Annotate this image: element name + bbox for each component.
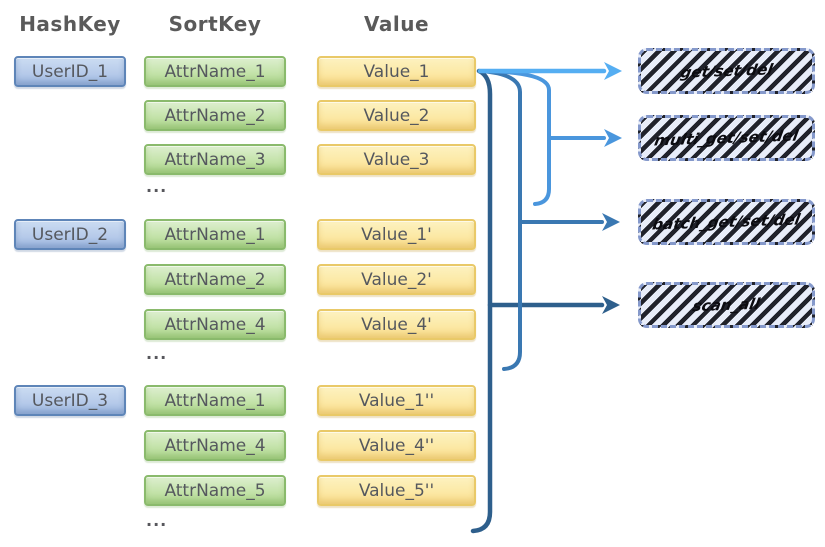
- sortkey-box: AttrName_1: [144, 219, 286, 250]
- column-header-value: Value: [363, 12, 430, 36]
- more-rows-ellipsis: ...: [146, 177, 168, 196]
- value-box: Value_4'': [317, 430, 476, 461]
- value-box: Value_1': [317, 219, 476, 250]
- column-header-sortkey: SortKey: [168, 12, 262, 36]
- multi-arrowhead-icon: [604, 129, 622, 147]
- value-box: Value_1'': [317, 385, 476, 416]
- batch-bracket: [479, 69, 522, 371]
- operation-box-multi-get-set-del: multi_get/set/del: [638, 115, 815, 161]
- value-box: Value_3: [317, 144, 476, 175]
- value-box: Value_4': [317, 309, 476, 340]
- hashkey-box: UserID_1: [14, 56, 126, 87]
- get-set-del-arrowhead-icon: [604, 62, 622, 80]
- sortkey-box: AttrName_2: [144, 264, 286, 295]
- more-rows-ellipsis: ...: [146, 511, 168, 530]
- sortkey-box: AttrName_3: [144, 144, 286, 175]
- operation-box-batch-get-set-del: batch_get/set/del: [638, 199, 815, 245]
- hashkey-box: UserID_3: [14, 385, 126, 416]
- multi-bracket: [481, 69, 551, 206]
- sortkey-box: AttrName_2: [144, 100, 286, 131]
- sortkey-box: AttrName_1: [144, 385, 286, 416]
- value-box: Value_2: [317, 100, 476, 131]
- scan-all-bracket: [470, 68, 493, 534]
- sortkey-box: AttrName_4: [144, 309, 286, 340]
- value-box: Value_5'': [317, 475, 476, 506]
- operation-box-scan-all: scan_all: [638, 282, 815, 328]
- column-header-hashkey: HashKey: [19, 12, 121, 36]
- more-rows-ellipsis: ...: [146, 344, 168, 363]
- sortkey-box: AttrName_4: [144, 430, 286, 461]
- value-box: Value_1: [317, 56, 476, 87]
- sortkey-box: AttrName_1: [144, 56, 286, 87]
- sortkey-box: AttrName_5: [144, 475, 286, 506]
- hashkey-box: UserID_2: [14, 219, 126, 250]
- scan-all-arrowhead-icon: [602, 296, 620, 314]
- batch-arrowhead-icon: [602, 213, 620, 231]
- operation-box-get-set-del: get/set/del: [638, 48, 815, 94]
- value-box: Value_2': [317, 264, 476, 295]
